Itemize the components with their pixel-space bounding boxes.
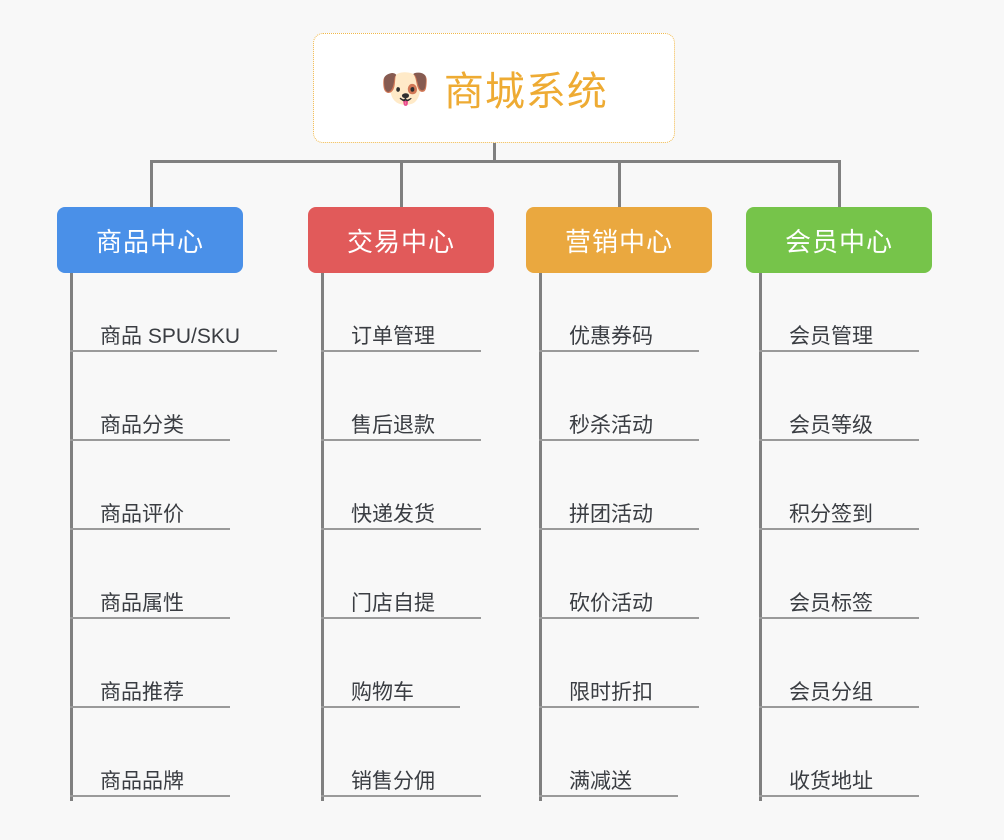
leaf-item-label: 门店自提 bbox=[351, 591, 435, 615]
root-node-shop-system[interactable]: 🐶 商城系统 bbox=[313, 33, 675, 143]
connector-spine-member-center bbox=[759, 273, 762, 801]
leaf-item[interactable]: 优惠券码 bbox=[539, 308, 699, 352]
leaf-item[interactable]: 会员等级 bbox=[759, 397, 919, 441]
leaf-item-label: 满减送 bbox=[569, 769, 632, 793]
leaf-item-label: 商品 SPU/SKU bbox=[100, 324, 241, 348]
leaf-item-label: 限时折扣 bbox=[569, 680, 653, 704]
leaf-item-label: 订单管理 bbox=[351, 324, 435, 348]
leaf-item-label: 会员分组 bbox=[789, 680, 873, 704]
leaf-item-label: 商品评价 bbox=[100, 502, 184, 526]
category-header-label: 营销中心 bbox=[564, 226, 673, 257]
leaf-item[interactable]: 商品品牌 bbox=[70, 753, 230, 797]
category-header-label: 会员中心 bbox=[784, 226, 893, 257]
leaf-item[interactable]: 商品 SPU/SKU bbox=[70, 308, 277, 352]
leaf-item-label: 优惠券码 bbox=[569, 324, 653, 348]
connector-spine-marketing-center bbox=[539, 273, 542, 801]
leaf-item[interactable]: 积分签到 bbox=[759, 486, 919, 530]
leaf-item-label: 收货地址 bbox=[789, 769, 873, 793]
connector-spine-product-center bbox=[70, 273, 73, 801]
leaf-item[interactable]: 会员标签 bbox=[759, 575, 919, 619]
leaf-item[interactable]: 商品分类 bbox=[70, 397, 230, 441]
connector-drop-member-center bbox=[838, 160, 841, 207]
leaf-item-label: 拼团活动 bbox=[569, 502, 653, 526]
category-header-product-center[interactable]: 商品中心 bbox=[57, 207, 243, 273]
leaf-item-label: 会员等级 bbox=[789, 413, 873, 437]
category-header-member-center[interactable]: 会员中心 bbox=[746, 207, 932, 273]
leaf-item-label: 商品分类 bbox=[100, 413, 184, 437]
leaf-item-label: 销售分佣 bbox=[351, 769, 435, 793]
leaf-item[interactable]: 商品推荐 bbox=[70, 664, 230, 708]
category-header-marketing-center[interactable]: 营销中心 bbox=[526, 207, 712, 273]
leaf-item[interactable]: 订单管理 bbox=[321, 308, 481, 352]
category-header-trade-center[interactable]: 交易中心 bbox=[308, 207, 494, 273]
category-header-label: 商品中心 bbox=[95, 226, 204, 257]
connector-spine-trade-center bbox=[321, 273, 324, 801]
connector-root-stem bbox=[493, 143, 496, 162]
leaf-item-label: 砍价活动 bbox=[569, 591, 653, 615]
connector-drop-marketing-center bbox=[618, 160, 621, 207]
leaf-item-label: 购物车 bbox=[351, 680, 414, 704]
connector-horizontal-bus bbox=[150, 160, 841, 163]
leaf-item[interactable]: 销售分佣 bbox=[321, 753, 481, 797]
leaf-item[interactable]: 收货地址 bbox=[759, 753, 919, 797]
leaf-item-label: 会员标签 bbox=[789, 591, 873, 615]
leaf-item[interactable]: 商品属性 bbox=[70, 575, 230, 619]
connector-drop-trade-center bbox=[400, 160, 403, 207]
leaf-item-label: 商品推荐 bbox=[100, 680, 184, 704]
leaf-item-label: 会员管理 bbox=[789, 324, 873, 348]
leaf-item[interactable]: 商品评价 bbox=[70, 486, 230, 530]
leaf-item-label: 商品属性 bbox=[100, 591, 184, 615]
leaf-item[interactable]: 满减送 bbox=[539, 753, 678, 797]
leaf-item[interactable]: 秒杀活动 bbox=[539, 397, 699, 441]
leaf-item[interactable]: 限时折扣 bbox=[539, 664, 699, 708]
connector-drop-product-center bbox=[150, 160, 153, 207]
leaf-item[interactable]: 会员管理 bbox=[759, 308, 919, 352]
leaf-item-label: 快递发货 bbox=[351, 502, 435, 526]
category-header-label: 交易中心 bbox=[346, 226, 455, 257]
leaf-item[interactable]: 购物车 bbox=[321, 664, 460, 708]
leaf-item[interactable]: 砍价活动 bbox=[539, 575, 699, 619]
leaf-item[interactable]: 拼团活动 bbox=[539, 486, 699, 530]
leaf-item[interactable]: 门店自提 bbox=[321, 575, 481, 619]
leaf-item-label: 售后退款 bbox=[351, 413, 435, 437]
leaf-item-label: 商品品牌 bbox=[100, 769, 184, 793]
leaf-item-label: 秒杀活动 bbox=[569, 413, 653, 437]
leaf-item[interactable]: 售后退款 bbox=[321, 397, 481, 441]
leaf-item[interactable]: 会员分组 bbox=[759, 664, 919, 708]
root-node-label: 商城系统 bbox=[443, 70, 608, 114]
leaf-item-label: 积分签到 bbox=[789, 502, 873, 526]
leaf-item[interactable]: 快递发货 bbox=[321, 486, 481, 530]
shiba-dog-face-icon: 🐶 bbox=[380, 67, 430, 111]
